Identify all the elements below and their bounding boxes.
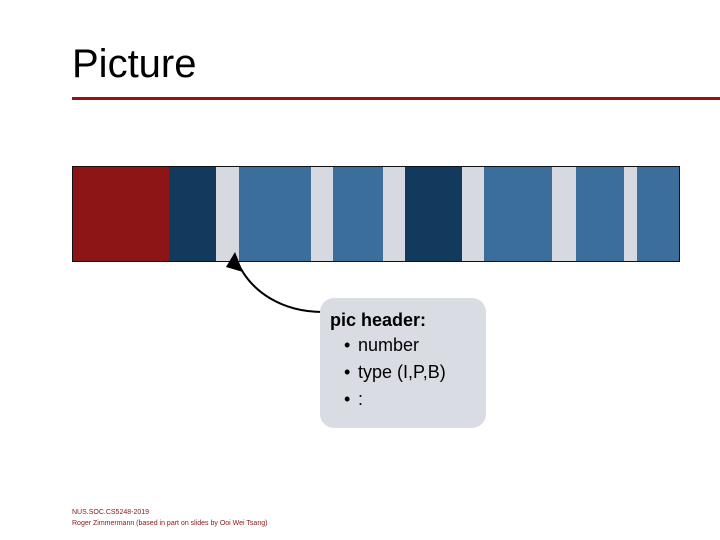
segment-steel-blue-4 [576,167,624,261]
footer-line-1: NUS.SOC.CS5248-2019 [72,509,150,516]
list-item: : [344,386,486,413]
segment-light-gray [216,167,239,261]
segment-light-gray-2 [311,167,333,261]
list-item: type (I,P,B) [344,359,486,386]
callout-heading: pic header: [330,310,427,330]
page-title: Picture [72,42,197,86]
callout-arrow-icon [226,252,324,313]
segment-steel-blue-5 [637,167,679,261]
segment-steel-blue-3 [484,167,552,261]
footer-line-2: Roger Zimmermann (based in part on slide… [72,519,268,527]
title-divider [72,97,720,100]
picture-strip [72,166,680,262]
segment-light-gray-4 [462,167,484,261]
callout-list: number type (I,P,B) : [330,332,486,413]
callout-box: pic header: number type (I,P,B) : [320,298,486,428]
segment-navy [169,167,216,261]
segment-navy-2 [405,167,462,261]
segment-light-gray-5 [552,167,576,261]
segment-light-gray-3 [383,167,405,261]
segment-steel-blue-2 [333,167,383,261]
footer: NUS.SOC.CS5248-2019 Roger Zimmermann (ba… [72,508,267,530]
list-item: number [344,332,486,359]
segment-dark-red [73,167,169,261]
segment-light-gray-6 [624,167,637,261]
segment-steel-blue [239,167,311,261]
